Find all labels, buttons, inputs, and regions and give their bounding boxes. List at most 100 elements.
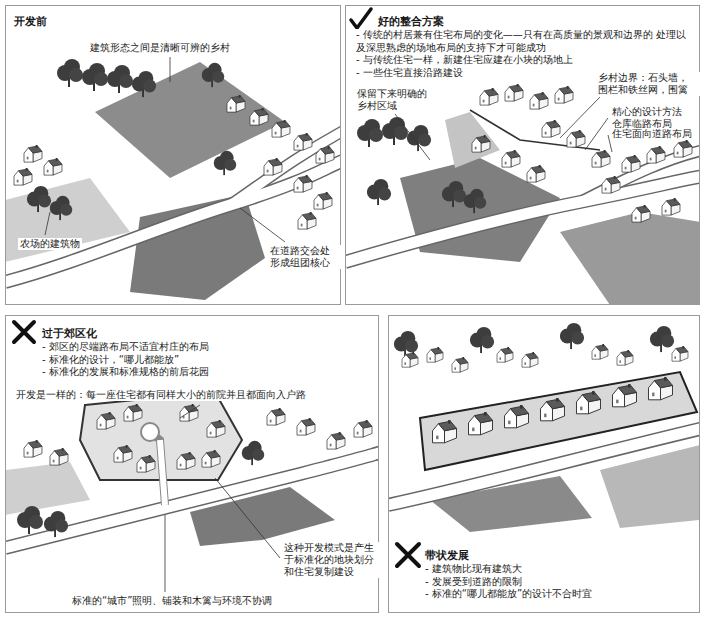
panel-sketch-suburban bbox=[44, 511, 68, 537]
panel-sketch-good bbox=[445, 112, 500, 168]
panel-sketch-suburban bbox=[160, 440, 165, 505]
panel-sketch-ribbon bbox=[649, 377, 673, 400]
panel-sketch-suburban bbox=[141, 423, 159, 441]
panel-sketch-before bbox=[44, 158, 62, 175]
leader-lines bbox=[395, 114, 430, 160]
panel-sketch-ribbon bbox=[505, 405, 529, 428]
panel-sketch-before bbox=[24, 145, 42, 162]
panel-sketch-before bbox=[264, 158, 282, 175]
panel-sketch-good bbox=[442, 181, 466, 207]
panel-sketch-suburban bbox=[6, 392, 378, 592]
cross-mark bbox=[14, 322, 34, 342]
callout-label: 保留下来明确的 乡村区域 bbox=[355, 88, 439, 112]
panel-sketch-ribbon bbox=[402, 352, 418, 367]
panel-sketch-suburban bbox=[297, 418, 315, 435]
cross-mark bbox=[397, 544, 419, 566]
panel-sketch-before bbox=[107, 65, 133, 93]
panel-sketch-good bbox=[560, 212, 699, 304]
panel-sketch-good bbox=[567, 130, 585, 147]
panel-sketch-before bbox=[6, 160, 340, 282]
panel-sketch-ribbon bbox=[541, 398, 565, 421]
panel-sketch-good bbox=[502, 150, 520, 167]
panel-text: 好的整合方案- 传统的村居兼有住宅布局的变化——只有在高质量的景观和边界的 处理… bbox=[354, 10, 694, 79]
panel-sketch-ribbon bbox=[617, 350, 633, 365]
panel-sketch-before bbox=[82, 63, 108, 91]
panel-sketch-good bbox=[472, 135, 490, 152]
panel-sketch-suburban bbox=[177, 452, 195, 469]
panel-sketch-good bbox=[622, 155, 640, 172]
panel-sketch-good bbox=[346, 84, 699, 304]
panel-text: 开发前 bbox=[12, 10, 132, 29]
callout-label: 精心的设计方法 仓库临路布局 bbox=[610, 106, 694, 130]
leader-lines bbox=[215, 478, 280, 558]
panel-sketch-ribbon bbox=[560, 323, 584, 349]
panel-sketch-good bbox=[505, 84, 523, 101]
panel-sketch-suburban bbox=[6, 452, 378, 548]
panel-sketch-good bbox=[464, 189, 487, 213]
panel-sketch-suburban bbox=[354, 420, 372, 437]
callout-label: 乡村边界：石头墙， 围栏和铁丝网，围篱 bbox=[596, 72, 700, 96]
panel-heading: 开发前 bbox=[12, 15, 49, 29]
panel-sketch-good bbox=[382, 117, 408, 145]
bullet-note: - 郊区的尽端路布局不适宜村庄的布局 bbox=[40, 341, 370, 354]
leader-lines bbox=[45, 212, 50, 235]
panel-sketch-before bbox=[272, 120, 290, 137]
panel-sketch-before bbox=[314, 192, 332, 209]
panel-sketch-before bbox=[57, 59, 83, 87]
callout-label: 建筑形态之间是清晰可辨的乡村 bbox=[88, 42, 232, 54]
panel-sketch-before bbox=[250, 108, 268, 125]
callout-label: 农场的建筑物 bbox=[18, 238, 82, 250]
panel-text: 带状发展- 建筑物比现有建筑大- 发展受到道路的限制- 标准的“哪儿都能放”的设… bbox=[423, 544, 693, 601]
check-mark bbox=[351, 9, 371, 28]
callout-label: 住宅面向道路布局 bbox=[610, 128, 694, 140]
bullet-note: - 与传统住宅一样，新建住宅应建在小块的场地上 bbox=[354, 54, 694, 67]
leader-lines bbox=[240, 208, 285, 242]
callout-label: 开发是一样的：每一座住宅都有同样大小的前院并且都面向入户路 bbox=[14, 389, 308, 401]
panel-sketch-ribbon bbox=[577, 391, 601, 414]
panel-sketch-good bbox=[602, 176, 620, 193]
scenario-panel: 带状发展- 建筑物比现有建筑大- 发展受到道路的限制- 标准的“哪儿都能放”的设… bbox=[388, 315, 700, 613]
scenario-panel: 好的整合方案- 传统的村居兼有住宅布局的变化——只有在高质量的景观和边界的 处理… bbox=[345, 5, 700, 305]
panel-sketch-before bbox=[202, 63, 225, 87]
panel-sketch-good bbox=[592, 150, 610, 167]
panel-sketch-ribbon bbox=[420, 372, 697, 470]
leader-lines bbox=[180, 405, 200, 418]
panel-sketch-suburban bbox=[137, 455, 155, 472]
panel-sketch-ribbon bbox=[497, 347, 513, 362]
panel-sketch-suburban bbox=[97, 412, 115, 429]
leader-lines bbox=[560, 97, 600, 138]
cross-mark bbox=[397, 544, 419, 566]
callout-label: 这种开发模式是产生 于标准化的地块划分 和住宅复制建设 bbox=[282, 542, 382, 578]
bullet-note: - 传统的村居兼有住宅布局的变化——只有在高质量的景观和边界的 处理以及深思熟虑… bbox=[354, 29, 694, 54]
panel-sketch-before bbox=[14, 168, 32, 185]
panel-sketch-ribbon bbox=[389, 323, 699, 532]
panel-sketch-good bbox=[357, 119, 383, 147]
panel-sketch-good bbox=[367, 179, 391, 205]
panel-sketch-suburban bbox=[267, 408, 285, 425]
panel-sketch-before bbox=[50, 196, 73, 220]
panel-sketch-ribbon bbox=[650, 326, 674, 352]
panel-sketch-good bbox=[542, 120, 560, 137]
panel-sketch-good bbox=[555, 86, 573, 103]
cross-mark bbox=[14, 322, 34, 342]
panel-sketch-suburban bbox=[242, 441, 265, 465]
leader-lines bbox=[165, 515, 166, 592]
panel-sketch-suburban bbox=[17, 506, 43, 534]
panel-heading: 带状发展 bbox=[423, 549, 471, 563]
panel-sketch-before bbox=[27, 186, 51, 212]
panel-sketch-ribbon bbox=[470, 327, 494, 353]
panel-sketch-before bbox=[132, 71, 156, 97]
panel-heading: 好的整合方案 bbox=[376, 15, 446, 29]
panel-sketch-suburban bbox=[24, 440, 42, 457]
panel-sketch-suburban bbox=[6, 462, 90, 515]
panel-sketch-ribbon bbox=[600, 445, 699, 528]
bullet-note: - 标准化的设计，“哪儿都能放” bbox=[40, 354, 370, 367]
panel-sketch-good bbox=[346, 176, 699, 262]
panel-sketch-before bbox=[294, 175, 312, 192]
leader-lines bbox=[165, 405, 280, 592]
panel-sketch-ribbon bbox=[672, 346, 688, 361]
bullet-note: - 标准化的发展和标准规格的前后花园 bbox=[40, 366, 370, 379]
leader-lines bbox=[45, 57, 285, 242]
panel-sketch-good bbox=[530, 92, 548, 109]
panel-sketch-ribbon bbox=[452, 357, 468, 372]
